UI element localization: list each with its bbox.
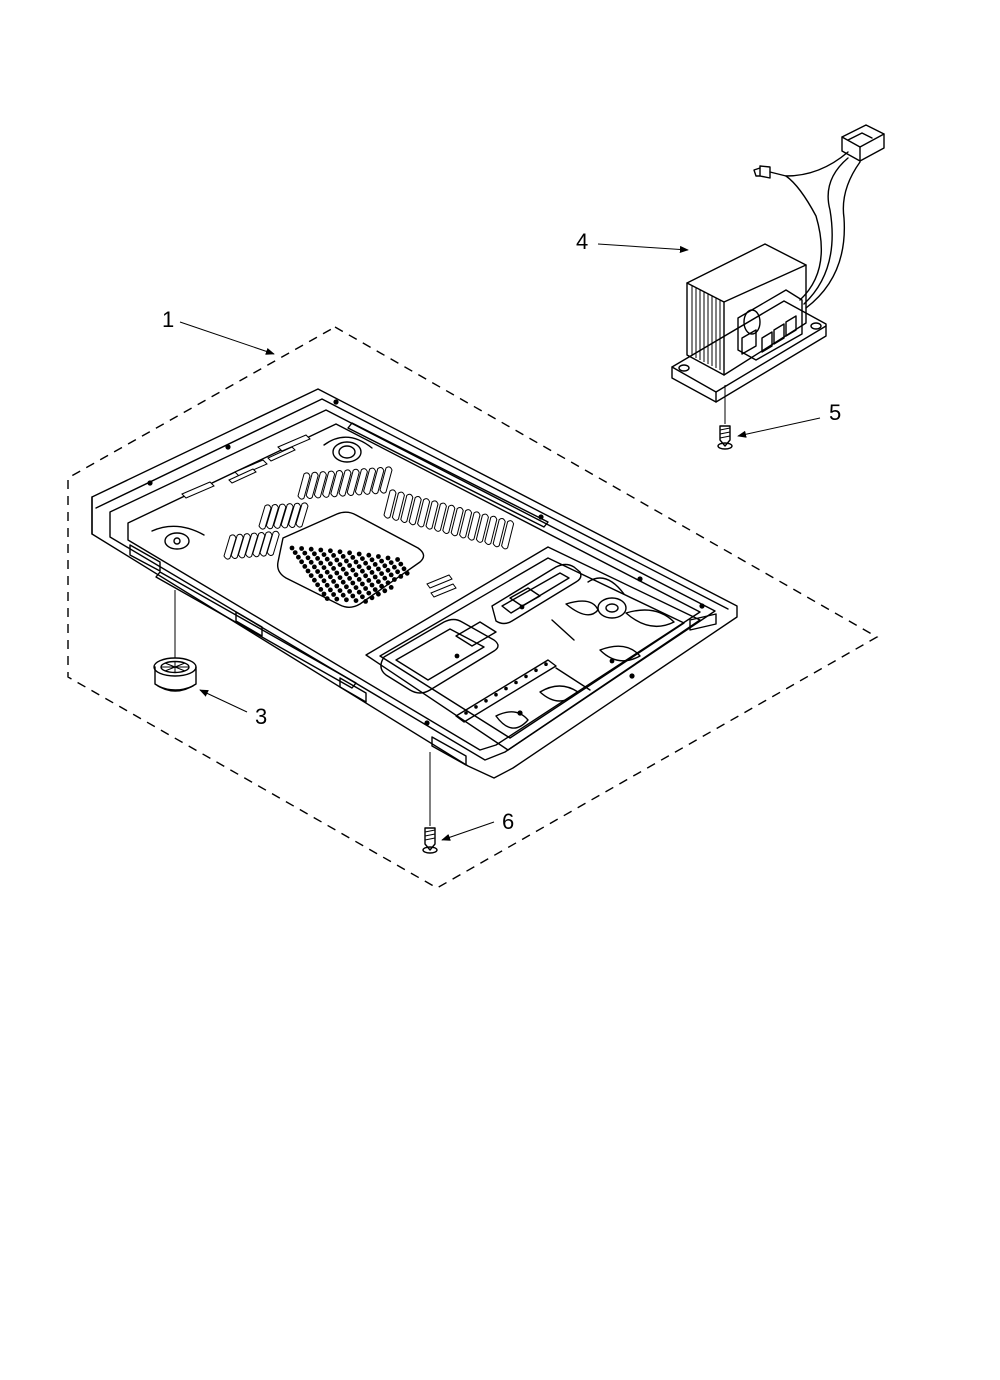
transformer	[671, 124, 885, 403]
rubber-foot	[153, 590, 197, 692]
leader-5	[737, 417, 821, 438]
callout-6: 6	[502, 809, 514, 834]
perforated-grille	[276, 511, 425, 608]
callout-3: 3	[255, 704, 267, 729]
screw-base	[422, 752, 438, 854]
leader-1	[179, 321, 275, 355]
leader-4	[597, 243, 689, 254]
screw-transformer	[717, 385, 733, 450]
callout-4: 4	[576, 229, 588, 254]
callout-5: 5	[829, 400, 841, 425]
leader-3	[199, 689, 248, 713]
assembly-boundary	[67, 326, 879, 889]
vent-louvers	[223, 466, 515, 560]
right-frame	[365, 546, 701, 751]
callout-1: 1	[162, 307, 174, 332]
base-plate	[91, 388, 738, 779]
center-slots	[426, 574, 457, 598]
leader-6	[441, 821, 495, 841]
